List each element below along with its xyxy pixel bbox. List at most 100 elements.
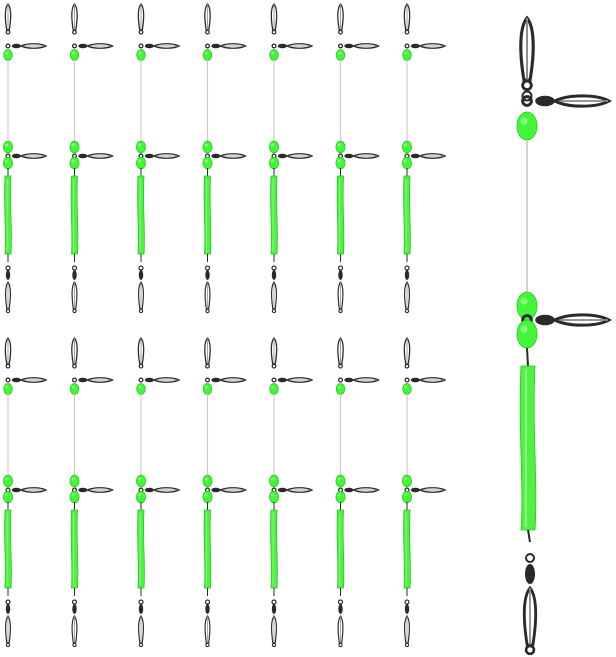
fishing-rig [268,336,314,648]
fishing-rig [69,336,114,648]
float-bead [136,383,146,395]
swivel-barrel [410,377,420,383]
tube-sleeve [203,509,212,589]
crane-swivel [271,604,277,614]
crane-swivel [525,564,535,584]
swivel-eye [138,43,144,49]
snap-swivel [271,614,277,648]
snap-swivel [271,43,314,49]
snap-swivel [71,280,78,314]
snap-clip [218,43,247,49]
float-bead [516,111,538,141]
snap-swivel [138,377,181,383]
snap-clip [285,487,314,493]
fishing-rig [335,2,380,314]
fishing-rig [69,2,114,314]
float-bead [202,383,213,395]
swivel-barrel [11,43,21,49]
tube-sleeve [270,509,278,589]
float-bead [135,490,146,504]
float-bead [516,319,538,349]
tube-sleeve [137,175,145,255]
snap-clip [152,153,181,159]
float-bead [335,49,346,61]
swivel-barrel [211,153,221,159]
snap-swivel [5,377,48,383]
float-bead [268,490,279,504]
swivel-eye [271,377,277,383]
float-bead [135,474,146,488]
snap-swivel [138,280,144,314]
snap-swivel [71,487,114,493]
swivel-barrel [410,153,420,159]
snap-swivel [138,614,144,648]
float-bead [401,490,412,504]
snap-clip [551,313,613,327]
snap-clip [218,153,247,159]
tube-sleeve [4,175,12,255]
float-bead [202,49,213,61]
float-bead [136,49,146,61]
small-rigs-grid [3,2,447,648]
crane-swivel [5,270,11,280]
float-bead [516,291,538,321]
swivel-eye [271,43,277,49]
float-bead [69,156,80,170]
tube-sleeve [336,175,345,255]
snap-swivel [5,614,11,648]
swivel-eye [404,377,410,383]
swivel-barrel [277,153,287,159]
float-bead [401,156,412,170]
snap-clip [351,487,380,493]
snap-swivel [337,43,380,49]
crane-swivel [205,270,210,280]
tube-sleeve [70,509,79,589]
large-detail-rig [516,15,613,656]
snap-clip [418,377,447,383]
float-bead [202,140,213,154]
crane-swivel [404,270,410,280]
float-bead [401,140,412,154]
crane-swivel [338,604,343,614]
swivel-barrel [11,153,21,159]
snap-swivel [271,153,314,159]
swivel-barrel [78,377,88,383]
snap-swivel [403,2,411,35]
snap-swivel [404,43,447,49]
swivel-barrel [410,487,420,493]
snap-clip [285,377,314,383]
tube-sleeve [336,509,345,589]
snap-swivel [71,377,114,383]
snap-clip [418,487,447,493]
snap-swivel [138,153,181,159]
snap-clip [85,43,114,49]
snap-swivel [138,487,181,493]
tube-sleeve [4,509,12,589]
swivel-barrel [535,95,555,107]
swivel-barrel [144,153,154,159]
crane-swivel [72,270,77,280]
snap-clip [85,487,114,493]
swivel-barrel [211,377,221,383]
fishing-rig [135,336,181,648]
fishing-rig [401,336,447,648]
swivel-barrel [144,377,154,383]
wire [527,529,531,543]
snap-clip [152,377,181,383]
snap-swivel [204,377,247,383]
swivel-eye [521,90,533,102]
float-bead [3,474,13,488]
float-bead [135,156,146,170]
swivel-barrel [344,377,354,383]
tube-sleeve [403,175,411,255]
snap-swivel [404,280,410,314]
swivel-eye [204,377,211,383]
crane-swivel [138,270,144,280]
swivel-barrel [344,43,354,49]
float-bead [401,474,412,488]
snap-clip [551,94,613,108]
snap-clip [19,43,48,49]
swivel-barrel [144,487,154,493]
tube-sleeve [70,175,79,255]
swivel-eye [5,377,11,383]
